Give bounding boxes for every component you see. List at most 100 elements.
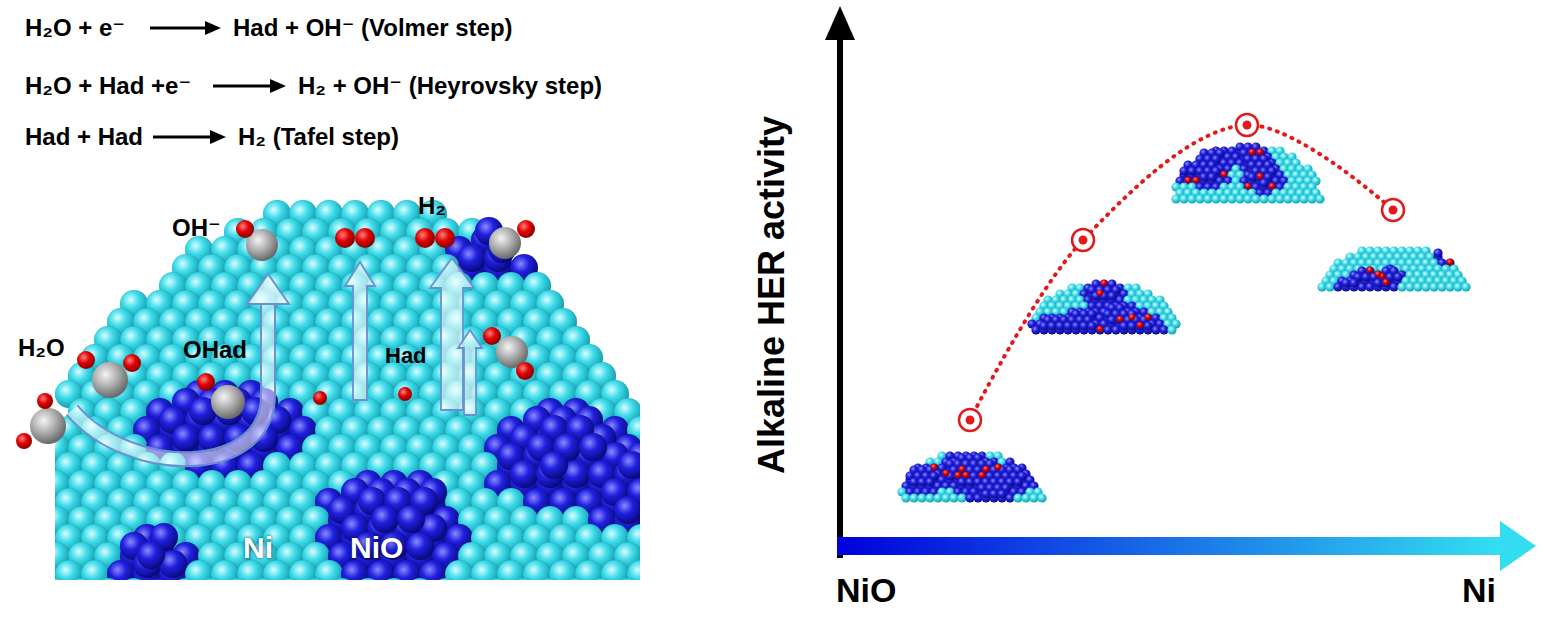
atom-sphere (471, 560, 499, 580)
atom-sphere (406, 578, 434, 580)
atom-sphere (510, 578, 538, 580)
mini-atom (1063, 321, 1072, 330)
mini-atom (1219, 194, 1228, 203)
mini-atom (1317, 282, 1326, 291)
label: NiO (836, 573, 896, 607)
adsorbed-h-dot (1129, 314, 1136, 321)
mini-atom (925, 477, 934, 486)
mini-particle (1027, 279, 1180, 334)
reaction-arrow-head (270, 79, 286, 93)
mini-atom (1071, 321, 1080, 330)
y-axis (837, 36, 843, 558)
adsorbed-h-dot (1145, 314, 1152, 321)
mini-atom (1167, 325, 1176, 334)
adsorbed-h-dot (1383, 279, 1390, 286)
adsorbed-h-dot (1269, 183, 1276, 190)
mini-atom (1381, 278, 1390, 287)
molecules (16, 220, 535, 449)
atom-sphere (289, 560, 317, 580)
atom-sphere (536, 578, 564, 580)
mini-atom (989, 489, 998, 498)
atom-sphere (614, 578, 640, 580)
label: OH⁻ (172, 216, 221, 240)
mini-atom (1325, 282, 1334, 291)
data-point-dot (1243, 121, 1252, 130)
x-axis-bar (837, 537, 1503, 555)
data-point-dot (1389, 206, 1398, 215)
mini-atom (1283, 194, 1292, 203)
label: OHad (183, 338, 247, 362)
atom-sphere (172, 424, 200, 452)
label-text: Alkaline HER activity (751, 116, 792, 474)
molecule-atom (335, 228, 355, 248)
flow-arrows (72, 258, 482, 459)
mini-atom (1243, 194, 1252, 203)
atom-sphere (302, 578, 330, 580)
atom-sphere (81, 560, 109, 580)
atom-sphere (55, 560, 83, 580)
atom-sphere (510, 460, 538, 488)
label: Ni (243, 533, 273, 563)
mini-atom (1315, 194, 1324, 203)
mini-atom (1111, 325, 1120, 334)
adsorbed-h-dot (1257, 149, 1264, 156)
mini-atom (1251, 194, 1260, 203)
atom-sphere (523, 560, 551, 580)
mini-atom (917, 493, 926, 502)
adsorbed-h-dot (943, 470, 950, 477)
label-text: NiO (836, 571, 896, 609)
molecule-atom (517, 220, 535, 238)
adsorbed-h-dot (1221, 171, 1228, 178)
label: Had (385, 345, 427, 367)
catalyst-particle (55, 200, 640, 580)
label: Ni (1462, 573, 1496, 607)
adsorbed-h-dot (995, 464, 1002, 471)
mini-atom (973, 493, 982, 502)
molecule-atom (37, 393, 53, 409)
label-text: H₂ (418, 192, 446, 219)
x-axis-head (1500, 521, 1536, 571)
mini-atom (1179, 194, 1188, 203)
atom-sphere (397, 505, 425, 533)
atom-sphere (120, 578, 148, 580)
y-axis-head (825, 6, 855, 40)
mini-atom (1361, 272, 1370, 281)
adsorbed-h-dot (1097, 326, 1104, 333)
curved-arrow-fill (72, 304, 268, 459)
molecule-atom (313, 391, 327, 405)
atom-sphere (276, 578, 304, 580)
molecule-atom (483, 327, 501, 345)
atom-sphere (172, 578, 200, 580)
molecule-atom (30, 408, 66, 444)
atom-sphere (211, 560, 239, 580)
adsorbed-h-dot (1249, 149, 1256, 156)
mini-atom (1103, 325, 1112, 334)
atom-sphere (354, 578, 382, 580)
label-text: Ni (243, 531, 273, 564)
mini-atom (933, 493, 942, 502)
atom-sphere (250, 578, 278, 580)
mini-atom (1207, 172, 1216, 181)
atom-sphere (146, 578, 174, 580)
mini-atom (1037, 493, 1046, 502)
label-text: H₂ (Tafel step) (238, 123, 399, 150)
data-point-ring (1236, 114, 1258, 136)
atom-sphere (380, 578, 408, 580)
mini-atom (1405, 282, 1414, 291)
mini-atom (1433, 248, 1442, 257)
mini-atom (997, 489, 1006, 498)
mini-atom (981, 489, 990, 498)
mini-atom (1203, 194, 1212, 203)
atom-sphere (137, 541, 165, 569)
adsorbed-h-dot (931, 464, 938, 471)
adsorbed-h-dot (1101, 280, 1108, 287)
data-point-ring (1382, 199, 1404, 221)
molecule-atom (516, 362, 534, 380)
molecule-atom (16, 433, 32, 449)
atom-sphere (432, 578, 460, 580)
mini-atom (1421, 282, 1430, 291)
atom-sphere (198, 578, 226, 580)
mini-atom (1143, 321, 1152, 330)
mini-atom (1389, 282, 1398, 291)
mini-atom (1291, 194, 1300, 203)
